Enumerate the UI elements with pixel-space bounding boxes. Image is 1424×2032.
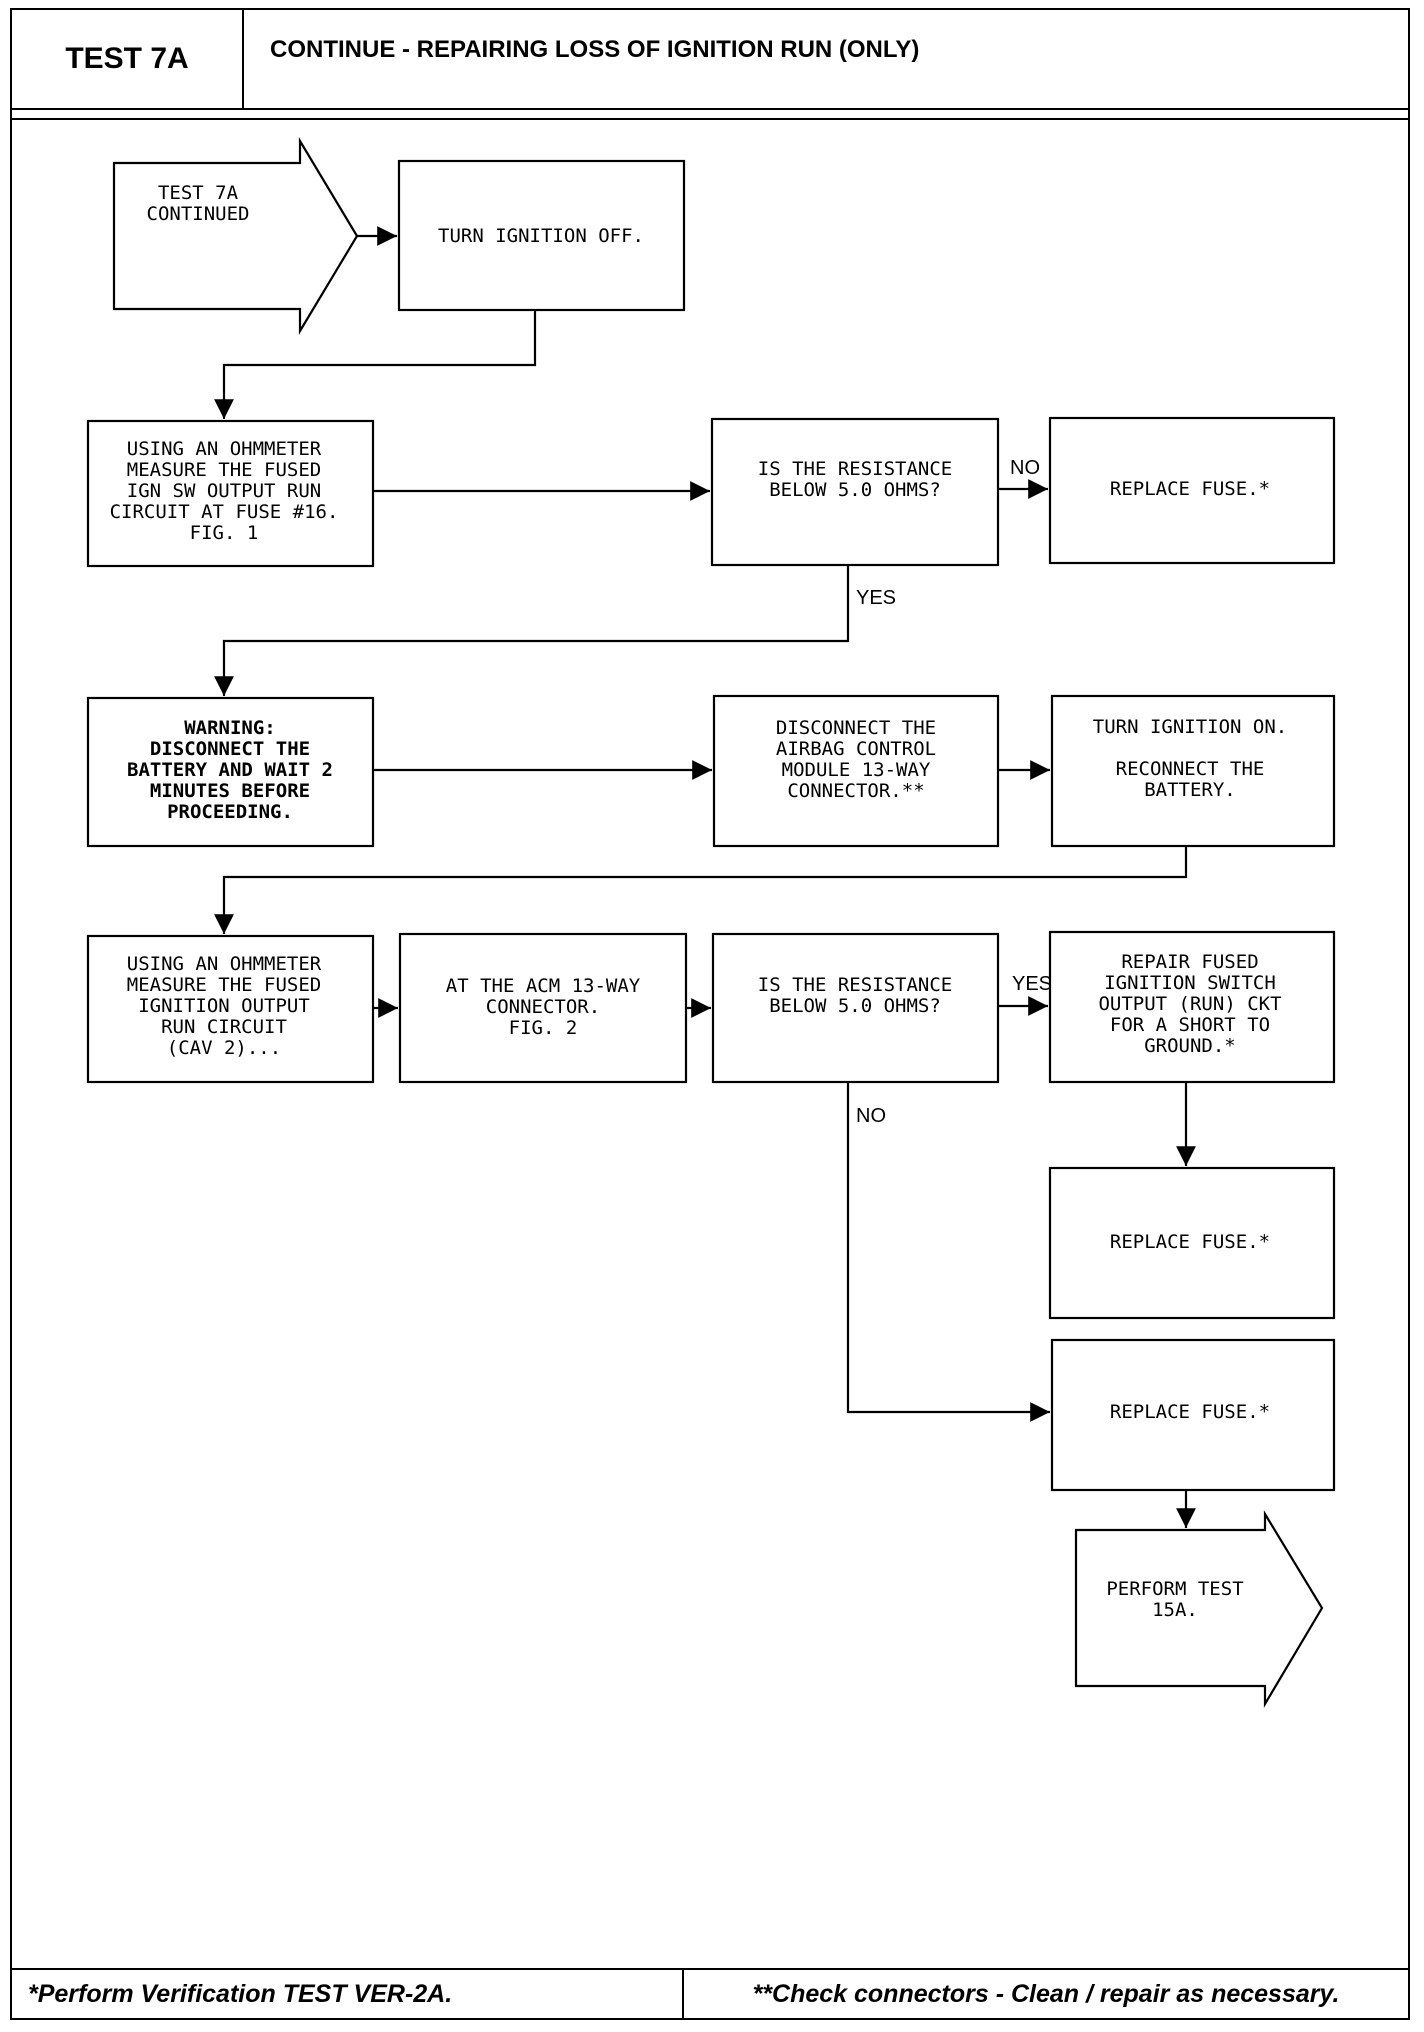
ign-on-box (1050, 694, 1336, 848)
replace-fuse-3-text: REPLACE FUSE.* (1110, 1401, 1270, 1423)
disconnect-acm-line: DISCONNECT THE (776, 717, 936, 739)
measure-cav2-line: (CAV 2)... (167, 1037, 281, 1059)
flow-shapes (86, 137, 1336, 1709)
q1-yes-label: YES (856, 587, 896, 609)
ign-on-line: TURN IGNITION ON. (1093, 716, 1287, 738)
repair-short-line: REPAIR FUSED (1121, 951, 1258, 973)
repair-short-box (1048, 930, 1336, 1084)
warning-line: WARNING: (184, 717, 276, 739)
warning-line: MINUTES BEFORE (150, 780, 310, 802)
test-id: TEST 7A (12, 10, 244, 110)
q2-yes-label: YES (1012, 973, 1052, 995)
q-resistance-1-box (710, 417, 1000, 567)
at-acm-line: AT THE ACM 13-WAY (446, 975, 641, 997)
disconnect-acm-line: MODULE 13-WAY (782, 759, 931, 781)
start-arrow-shape (112, 137, 359, 335)
ign-on-line: RECONNECT THE (1116, 758, 1265, 780)
page-title: CONTINUE - REPAIRING LOSS OF IGNITION RU… (244, 10, 1410, 110)
disconnect-acm-box (712, 694, 1000, 848)
measure-cav2-line: IGNITION OUTPUT (138, 995, 310, 1017)
measure-fuse16-line: MEASURE THE FUSED (127, 459, 321, 481)
measure-cav2-line: MEASURE THE FUSED (127, 974, 321, 996)
repair-short-line: FOR A SHORT TO (1110, 1014, 1270, 1036)
replace-fuse-1-box (1048, 416, 1336, 565)
q-resistance-2-line: IS THE RESISTANCE (758, 974, 952, 996)
disconnect-acm-line: AIRBAG CONTROL (776, 738, 936, 760)
repair-short-line: OUTPUT (RUN) CKT (1098, 993, 1281, 1015)
header-divider (12, 110, 1408, 120)
at-acm-line: CONNECTOR. (486, 996, 600, 1018)
disconnect-acm-line: CONNECTOR.** (787, 780, 924, 802)
q-resistance-2-box (711, 932, 1000, 1084)
replace-fuse-2-line: REPLACE FUSE.* (1110, 1231, 1270, 1253)
q2-no-label: NO (856, 1105, 886, 1127)
edge-ign-on-to-measure-cav2 (214, 846, 1188, 934)
footer-note-verification: *Perform Verification TEST VER-2A. (12, 1970, 684, 2018)
perform-15a-line: 15A. (1152, 1599, 1198, 1621)
flow-connectors (214, 226, 1196, 1528)
at-acm-line: FIG. 2 (509, 1017, 578, 1039)
replace-fuse-3-line: REPLACE FUSE.* (1110, 1401, 1270, 1423)
edge-ign-off-to-measure (214, 310, 537, 419)
warning-line: PROCEEDING. (167, 801, 293, 823)
edge-q2-no (846, 1082, 1050, 1422)
footer-note-connectors: **Check connectors - Clean / repair as n… (752, 1979, 1340, 2008)
perform-15a-line: PERFORM TEST (1106, 1578, 1243, 1600)
replace-fuse-1-line: REPLACE FUSE.* (1110, 478, 1270, 500)
repair-short-line: IGNITION SWITCH (1104, 972, 1276, 994)
at-acm-box (398, 932, 688, 1084)
q-resistance-2-line: BELOW 5.0 OHMS? (769, 995, 941, 1017)
ign-off-box (397, 159, 686, 312)
measure-cav2-line: RUN CIRCUIT (161, 1016, 287, 1038)
warning-line: BATTERY AND WAIT 2 (127, 759, 333, 781)
page-frame: TEST 7A CONTINUE - REPAIRING LOSS OF IGN… (10, 8, 1410, 2020)
q-resistance-1-line: BELOW 5.0 OHMS? (769, 479, 941, 501)
perform-15a-arrow-shape (1074, 1510, 1324, 1709)
ign-off-line: TURN IGNITION OFF. (438, 225, 644, 247)
start-line: TEST 7A (158, 182, 239, 204)
measure-cav2-line: USING AN OHMMETER (127, 953, 322, 975)
replace-fuse-3-box (1050, 1338, 1336, 1492)
measure-fuse16-box (86, 419, 375, 568)
repair-short-line: GROUND.* (1144, 1035, 1236, 1057)
q1-no-label: NO (1010, 457, 1040, 479)
replace-fuse-1-text: REPLACE FUSE.* (1110, 478, 1270, 500)
measure-fuse16-line: FIG. 1 (190, 522, 259, 544)
ign-on-line: BATTERY. (1144, 779, 1236, 801)
measure-fuse16-line: USING AN OHMMETER (127, 438, 322, 460)
replace-fuse-2-text: REPLACE FUSE.* (1110, 1231, 1270, 1253)
edge-q1-yes (214, 565, 850, 696)
measure-cav2-box (86, 934, 375, 1084)
start-line: CONTINUED (147, 203, 250, 225)
footer: *Perform Verification TEST VER-2A. **Che… (12, 1968, 1408, 2018)
measure-fuse16-line: CIRCUIT AT FUSE #16. (110, 501, 339, 523)
warning-box (86, 696, 375, 848)
measure-fuse16-line: IGN SW OUTPUT RUN (127, 480, 321, 502)
warning-line: DISCONNECT THE (150, 738, 310, 760)
ign-off-text: TURN IGNITION OFF. (438, 225, 644, 247)
replace-fuse-2-box (1048, 1166, 1336, 1320)
q-resistance-1-line: IS THE RESISTANCE (758, 458, 952, 480)
